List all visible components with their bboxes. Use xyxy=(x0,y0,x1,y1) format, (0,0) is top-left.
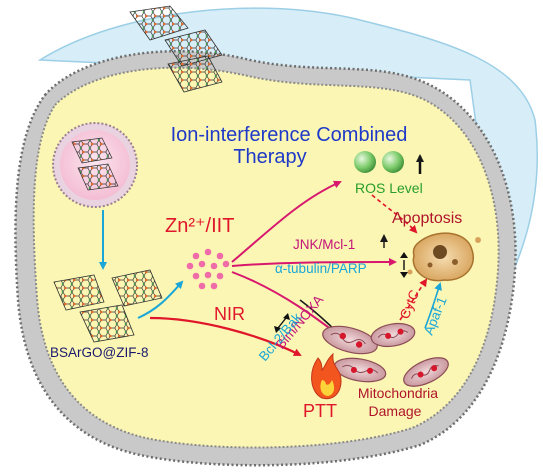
tubulin-label: α-tubulin/PARP xyxy=(275,261,367,276)
arrow-to-jnk xyxy=(231,258,397,267)
title-line1: Ion-interference Combined xyxy=(171,124,408,146)
nir-label: NIR xyxy=(214,304,245,324)
zn-iit-label: Zn²⁺/IIT xyxy=(165,215,234,237)
bsargo-nanosheets xyxy=(53,269,163,343)
nanosheet xyxy=(71,137,113,164)
bsargo-label: BSArGO@ZIF-8 xyxy=(50,345,148,360)
bcl-double-arrow xyxy=(277,317,287,329)
arrow-ros-to-apoptosis xyxy=(371,194,418,234)
apoptosis-label: Apoptosis xyxy=(392,210,462,227)
zn-ion-cluster xyxy=(186,248,230,290)
ros-spheres xyxy=(354,151,404,173)
ros-sphere xyxy=(382,151,404,173)
arrow-apaf xyxy=(424,282,442,329)
ros-sphere xyxy=(354,151,376,173)
apoptotic-cell xyxy=(407,232,481,282)
tubulin-arrowheads xyxy=(400,252,408,278)
damage-label: Damage xyxy=(369,403,422,419)
nanosheet xyxy=(77,163,119,191)
endosome-vesicle xyxy=(52,122,138,208)
bcl-arrowheads xyxy=(274,313,290,333)
mitochondria xyxy=(322,322,449,387)
arrow-to-ros xyxy=(231,180,342,263)
arrow-release-zn xyxy=(137,280,184,319)
jnk-label: JNK/Mcl-1 xyxy=(293,237,355,252)
nanosheet xyxy=(53,274,105,311)
arrow-nir xyxy=(149,316,302,356)
mitochondria-label: Mitochondria xyxy=(358,385,438,401)
nanosheet xyxy=(111,269,163,307)
nanosheet xyxy=(79,304,135,343)
title-line2: Therapy xyxy=(233,146,306,168)
mitochondrion xyxy=(370,322,416,348)
flame-icon xyxy=(311,352,342,400)
ptt-label: PTT xyxy=(303,401,337,421)
nanosheet xyxy=(167,55,223,93)
external-nanosheets xyxy=(129,5,223,93)
mitochondrion xyxy=(322,325,378,355)
ros-label: ROS Level xyxy=(355,180,423,196)
mitochondrion xyxy=(403,357,449,387)
nanosheet xyxy=(129,5,189,41)
arrow-cytc xyxy=(399,278,428,321)
